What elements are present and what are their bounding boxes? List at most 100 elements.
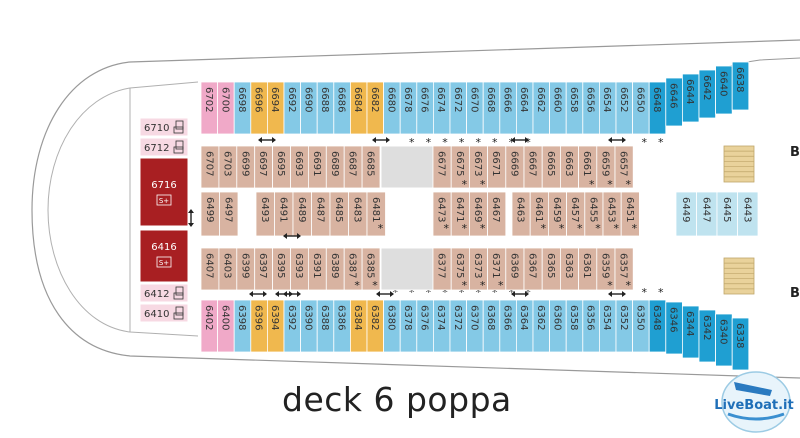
cabin-6661[interactable]: 6661* [578,145,598,191]
cabin-6451[interactable]: 6451* [620,191,640,237]
cabin-6677[interactable]: 6677 [432,145,452,189]
cabin-6358[interactable]: 6358 [565,299,584,353]
cabin-6392[interactable]: 6392 [283,299,302,353]
cabin-6457[interactable]: 6457* [566,191,586,237]
cabin-6687[interactable]: 6687 [343,145,363,189]
cabin-6386[interactable]: 6386 [333,299,351,353]
cabin-6686[interactable]: 6686 [333,81,351,135]
cabin-6657[interactable]: 6657* [614,145,634,191]
cabin-6407[interactable]: 6407 [200,247,220,291]
cabin-6376[interactable]: 6376* [416,286,434,353]
cabin-6344[interactable]: 6344 [682,305,700,359]
cabin-6354[interactable]: 6354 [599,299,617,353]
cabin-6461[interactable]: 6461* [529,191,549,237]
cabin-6658[interactable]: 6658 [565,81,584,135]
cabin-6702[interactable]: 6702 [200,81,219,135]
cabin-6410[interactable]: 6410 [139,303,189,323]
cabin-6374[interactable]: 6374* [432,286,451,353]
cabin-6489[interactable]: 6489 [292,191,312,237]
cabin-6412[interactable]: 6412 [139,283,189,303]
cabin-6368[interactable]: 6368* [482,286,501,353]
cabin-6652[interactable]: 6652 [615,81,634,135]
cabin-6668[interactable]: 6668* [482,81,501,149]
cabin-6694[interactable]: 6694 [266,81,285,135]
cabin-6382[interactable]: 6382 [366,299,385,353]
cabin-6396[interactable]: 6396 [250,299,268,353]
cabin-6390[interactable]: 6390 [300,299,318,353]
cabin-6367[interactable]: 6367 [523,247,543,291]
cabin-6672[interactable]: 6672* [449,81,468,149]
cabin-6388[interactable]: 6388 [316,299,335,353]
cabin-6342[interactable]: 6342 [698,309,717,363]
cabin-6463[interactable]: 6463 [511,191,531,237]
cabin-6674[interactable]: 6674* [432,81,451,149]
cabin-6667[interactable]: 6667 [523,145,543,189]
cabin-6659[interactable]: 6659* [596,145,616,191]
cabin-6389[interactable]: 6389 [325,247,345,291]
cabin-6707[interactable]: 6707 [200,145,220,189]
cabin-6689[interactable]: 6689 [325,145,345,189]
cabin-6648[interactable]: 6648* [648,81,667,149]
cabin-6471[interactable]: 6471* [450,191,470,237]
cabin-6699[interactable]: 6699 [236,145,256,189]
cabin-6455[interactable]: 6455* [584,191,604,237]
cabin-6499[interactable]: 6499 [200,191,220,237]
cabin-6675[interactable]: 6675* [450,145,470,191]
cabin-6671[interactable]: 6671 [487,145,507,189]
cabin-6662[interactable]: 6662 [532,81,551,135]
cabin-6670[interactable]: 6670* [466,81,484,149]
cabin-6680[interactable]: 6680 [383,81,401,135]
cabin-6402[interactable]: 6402 [200,299,219,353]
cabin-6361[interactable]: 6361 [578,247,598,291]
cabin-6660[interactable]: 6660 [549,81,567,135]
cabin-6372[interactable]: 6372* [449,286,468,353]
cabin-6338[interactable]: 6338 [731,317,750,371]
cabin-6691[interactable]: 6691 [307,145,327,189]
cabin-6453[interactable]: 6453* [602,191,622,237]
cabin-6403[interactable]: 6403 [218,247,238,291]
cabin-6693[interactable]: 6693 [290,145,309,189]
cabin-6487[interactable]: 6487 [311,191,331,237]
cabin-6684[interactable]: 6684 [349,81,368,135]
cabin-6362[interactable]: 6362 [532,299,551,353]
cabin-6449[interactable]: 6449 [675,191,697,237]
cabin-6365[interactable]: 6365 [541,247,561,291]
cabin-6378[interactable]: 6378* [399,286,418,353]
cabin-6666[interactable]: 6666* [499,81,517,149]
cabin-6398[interactable]: 6398 [233,299,252,353]
cabin-6352[interactable]: 6352 [615,299,634,353]
cabin-6387[interactable]: 6387* [343,247,363,292]
cabin-6644[interactable]: 6644 [682,73,700,123]
cabin-6384[interactable]: 6384 [349,299,368,353]
cabin-6703[interactable]: 6703 [218,145,238,189]
cabin-6678[interactable]: 6678* [399,81,418,149]
cabin-6385[interactable]: 6385* [361,247,381,292]
cabin-6469[interactable]: 6469* [468,191,488,237]
cabin-6375[interactable]: 6375* [450,247,470,292]
cabin-6350[interactable]: 6350* [632,286,650,353]
cabin-6363[interactable]: 6363 [560,247,580,291]
cabin-6712[interactable]: 6712 [139,137,189,157]
cabin-6698[interactable]: 6698 [233,81,252,135]
cabin-6673[interactable]: 6673* [468,145,488,191]
cabin-6357[interactable]: 6357* [614,247,634,292]
cabin-6359[interactable]: 6359* [596,247,616,292]
cabin-6356[interactable]: 6356 [582,299,600,353]
cabin-6493[interactable]: 6493 [255,191,275,237]
cabin-6399[interactable]: 6399 [236,247,256,291]
cabin-6445[interactable]: 6445 [716,191,738,237]
cabin-6497[interactable]: 6497 [219,191,239,237]
cabin-6395[interactable]: 6395 [272,247,291,291]
cabin-6656[interactable]: 6656 [582,81,600,135]
cabin-6696[interactable]: 6696 [250,81,268,135]
cabin-6370[interactable]: 6370* [466,286,484,353]
cabin-6391[interactable]: 6391 [307,247,327,291]
cabin-6638[interactable]: 6638 [731,61,750,111]
cabin-6700[interactable]: 6700 [217,81,235,135]
cabin-6459[interactable]: 6459* [548,191,568,237]
cabin-6646[interactable]: 6646 [665,77,683,127]
cabin-6491[interactable]: 6491 [274,191,294,237]
cabin-6692[interactable]: 6692 [283,81,302,135]
